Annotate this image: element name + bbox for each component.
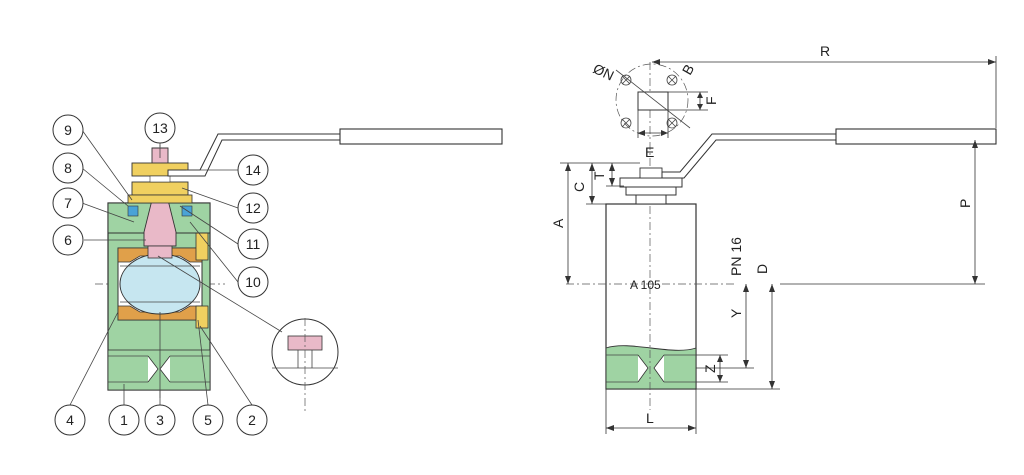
callout-14: 14	[237, 154, 269, 186]
dim-F: F	[703, 96, 719, 105]
dim-A: A	[550, 218, 566, 228]
svg-text:3: 3	[156, 412, 164, 428]
callout-13: 13	[144, 112, 176, 144]
svg-text:14: 14	[245, 162, 261, 178]
svg-text:8: 8	[64, 160, 72, 176]
callout-10: 10	[237, 266, 269, 298]
callout-12: 12	[237, 192, 269, 224]
stem-nut-bottom	[131, 181, 189, 196]
dimension-arrows	[565, 59, 996, 431]
sectional-view	[95, 118, 503, 412]
dim-Z: Z	[702, 364, 718, 373]
dim-PN: PN 16	[728, 237, 744, 276]
material-label: A 105	[630, 278, 661, 292]
svg-text:7: 7	[64, 195, 72, 211]
svg-text:12: 12	[245, 200, 261, 216]
svg-text:4: 4	[66, 412, 74, 428]
callout-6: 6	[52, 224, 84, 256]
callout-3: 3	[144, 404, 176, 436]
callout-2: 2	[236, 404, 268, 436]
callout-7: 7	[52, 187, 84, 219]
callout-11: 11	[237, 228, 269, 260]
dim-Y: Y	[728, 308, 744, 318]
dim-L: L	[646, 410, 654, 426]
dimension-labels: R ØN B F E C T A P D PN 16 Y Z L A 105	[550, 43, 973, 426]
elevation-view	[566, 62, 997, 410]
callout-8: 8	[52, 152, 84, 184]
callout-1: 1	[108, 404, 140, 436]
dim-R: R	[820, 43, 830, 59]
dim-D: D	[754, 264, 770, 274]
dim-N: ØN	[591, 60, 617, 83]
elevation-handle-grip	[835, 128, 997, 145]
ball	[119, 253, 201, 315]
svg-text:13: 13	[152, 120, 168, 136]
svg-text:5: 5	[204, 412, 212, 428]
callout-9: 9	[52, 114, 84, 146]
callout-4: 4	[54, 404, 86, 436]
leader-lines	[69, 129, 253, 406]
dim-P: P	[957, 199, 973, 208]
elevation-handle	[661, 133, 837, 179]
svg-text:6: 6	[64, 232, 72, 248]
dim-C: C	[571, 182, 587, 192]
handle-grip	[339, 128, 503, 145]
dim-B: B	[679, 61, 698, 77]
svg-text:10: 10	[245, 274, 261, 290]
dim-T: T	[591, 171, 607, 180]
dim-E: E	[645, 144, 654, 160]
svg-text:1: 1	[120, 412, 128, 428]
svg-text:11: 11	[246, 236, 261, 252]
callout-5: 5	[192, 404, 224, 436]
svg-text:9: 9	[64, 122, 72, 138]
svg-text:2: 2	[248, 412, 256, 428]
